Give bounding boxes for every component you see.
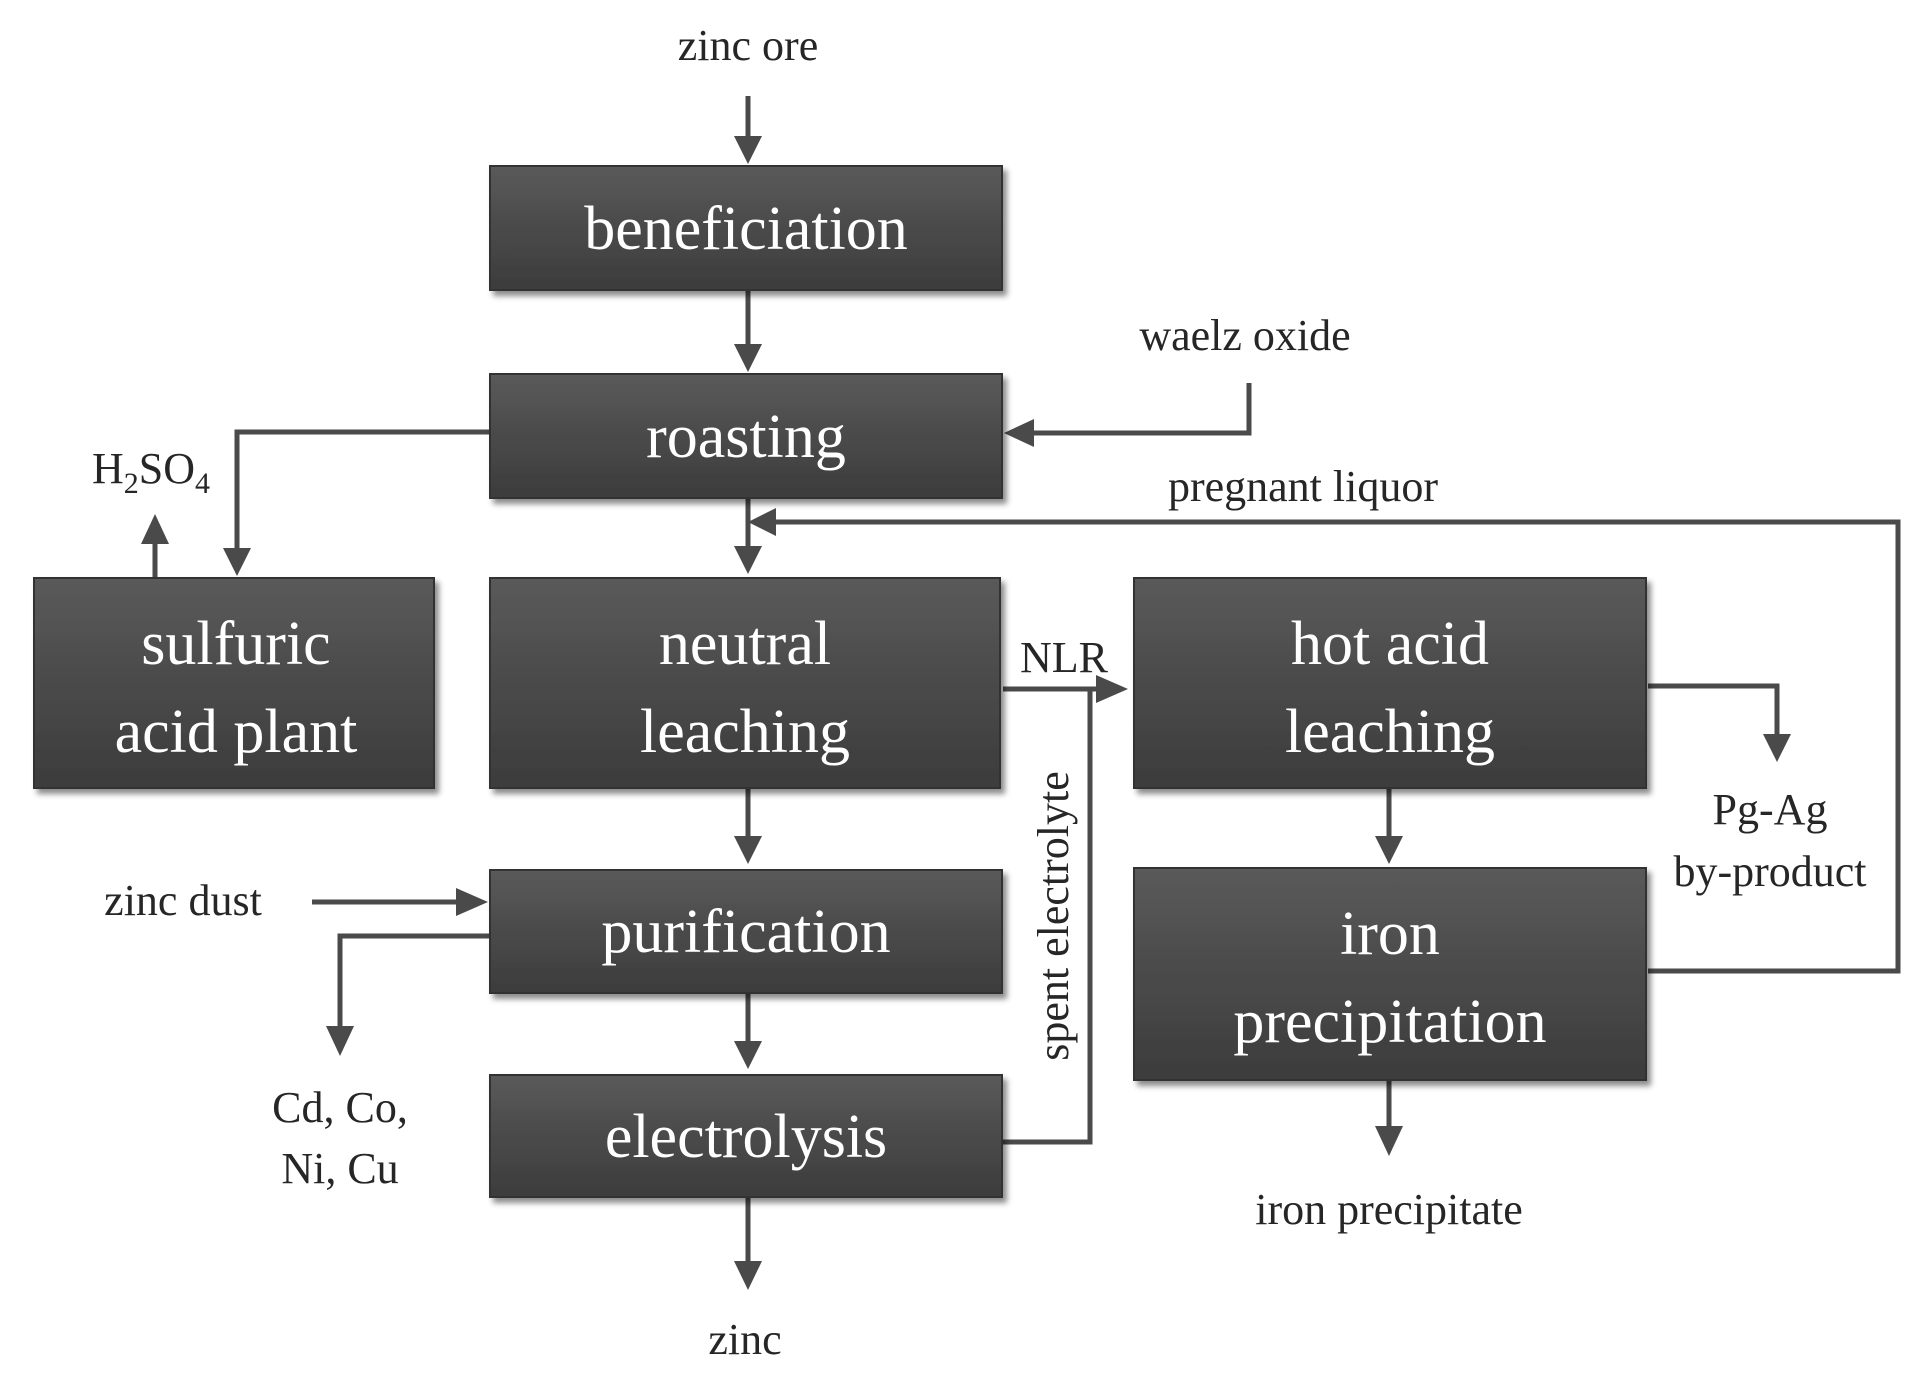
box-electrolysis-label: electrolysis bbox=[605, 1103, 887, 1171]
box-sulfuric-acid-plant: sulfuric acid plant bbox=[33, 577, 435, 789]
arrowhead-down-icon bbox=[734, 344, 762, 372]
box-beneficiation: beneficiation bbox=[489, 165, 1003, 291]
label-h2so4-sub4: 4 bbox=[195, 467, 210, 500]
connector-pregnant-liquor bbox=[772, 519, 1901, 974]
box-purification-label: purification bbox=[601, 898, 890, 966]
arrowhead-down-icon bbox=[223, 548, 251, 576]
label-h2so4: H2SO4 bbox=[92, 444, 210, 500]
box-hot-acid-line2: leaching bbox=[1285, 698, 1495, 766]
arrowhead-down-icon bbox=[734, 546, 762, 574]
label-ni-cu: Ni, Cu bbox=[281, 1144, 398, 1193]
label-iron-precipitate: iron precipitate bbox=[1255, 1185, 1523, 1234]
arrowhead-down-icon bbox=[326, 1026, 354, 1056]
arrowhead-down-icon bbox=[734, 836, 762, 864]
label-zinc-dust: zinc dust bbox=[104, 876, 262, 925]
box-beneficiation-label: beneficiation bbox=[584, 195, 908, 263]
arrowhead-down-icon bbox=[1375, 1126, 1403, 1156]
box-iron-line1: iron bbox=[1340, 900, 1440, 968]
box-iron-precipitation: iron precipitation bbox=[1133, 867, 1647, 1081]
box-neutral-leaching-rect bbox=[489, 577, 1001, 789]
arrowhead-down-icon bbox=[1375, 836, 1403, 864]
arrowhead-right-icon bbox=[1096, 675, 1128, 703]
box-sulfuric-acid-plant-rect bbox=[33, 577, 435, 789]
label-waelz-oxide: waelz oxide bbox=[1139, 311, 1350, 360]
label-h2so4-sub2: 2 bbox=[124, 467, 139, 500]
arrowhead-down-icon bbox=[734, 136, 762, 164]
arrowhead-down-icon bbox=[734, 1041, 762, 1069]
label-by-product: by-product bbox=[1673, 847, 1866, 896]
label-pg-ag: Pg-Ag bbox=[1713, 785, 1828, 834]
arrowhead-right-icon bbox=[456, 888, 488, 916]
box-hot-acid-leaching: hot acid leaching bbox=[1133, 577, 1647, 789]
label-nlr: NLR bbox=[1020, 633, 1109, 682]
label-pregnant-liquor: pregnant liquor bbox=[1168, 462, 1438, 511]
label-h2so4-h: H bbox=[92, 444, 124, 493]
box-sulfuric-line2: acid plant bbox=[115, 698, 358, 766]
label-zinc: zinc bbox=[708, 1315, 781, 1364]
arrowhead-down-icon bbox=[1763, 734, 1791, 762]
connector-spent-electrolyte bbox=[1003, 689, 1093, 1145]
connector-waelz-to-roasting bbox=[1030, 383, 1252, 436]
box-hot-acid-leaching-rect bbox=[1133, 577, 1647, 789]
box-iron-precipitation-rect bbox=[1133, 867, 1647, 1081]
arrowhead-down-icon bbox=[734, 1261, 762, 1290]
box-neutral-leaching: neutral leaching bbox=[489, 577, 1001, 789]
box-roasting-label: roasting bbox=[646, 403, 846, 471]
box-roasting-rect bbox=[489, 373, 1003, 499]
box-iron-line2: precipitation bbox=[1233, 988, 1546, 1056]
box-sulfuric-line1: sulfuric bbox=[141, 610, 330, 678]
connector-roasting-to-sulfuric bbox=[234, 429, 490, 552]
arrowheads bbox=[141, 136, 1791, 1290]
arrowhead-up-icon bbox=[141, 514, 169, 544]
arrowhead-left-icon bbox=[748, 508, 776, 536]
label-h2so4-so: SO bbox=[139, 444, 195, 493]
connectors bbox=[152, 96, 1901, 1265]
label-zinc-ore: zinc ore bbox=[678, 21, 818, 70]
label-spent-electrolyte: spent electrolyte bbox=[1029, 771, 1078, 1061]
box-purification: purification bbox=[489, 869, 1003, 994]
box-neutral-line1: neutral bbox=[659, 610, 831, 678]
box-electrolysis: electrolysis bbox=[489, 1074, 1003, 1198]
box-beneficiation-rect bbox=[489, 165, 1003, 291]
label-cd-co: Cd, Co, bbox=[272, 1083, 408, 1132]
box-purification-rect bbox=[489, 869, 1003, 994]
box-hot-acid-line1: hot acid bbox=[1291, 610, 1489, 678]
connector-purification-to-metals bbox=[337, 933, 490, 1030]
arrowhead-left-icon bbox=[1004, 419, 1034, 447]
box-neutral-line2: leaching bbox=[640, 698, 850, 766]
box-roasting: roasting bbox=[489, 373, 1003, 499]
box-electrolysis-rect bbox=[489, 1074, 1003, 1198]
connector-hot-acid-to-pgag bbox=[1648, 683, 1780, 738]
labels: zinc ore waelz oxide H2SO4 pregnant liqu… bbox=[92, 21, 1867, 1364]
